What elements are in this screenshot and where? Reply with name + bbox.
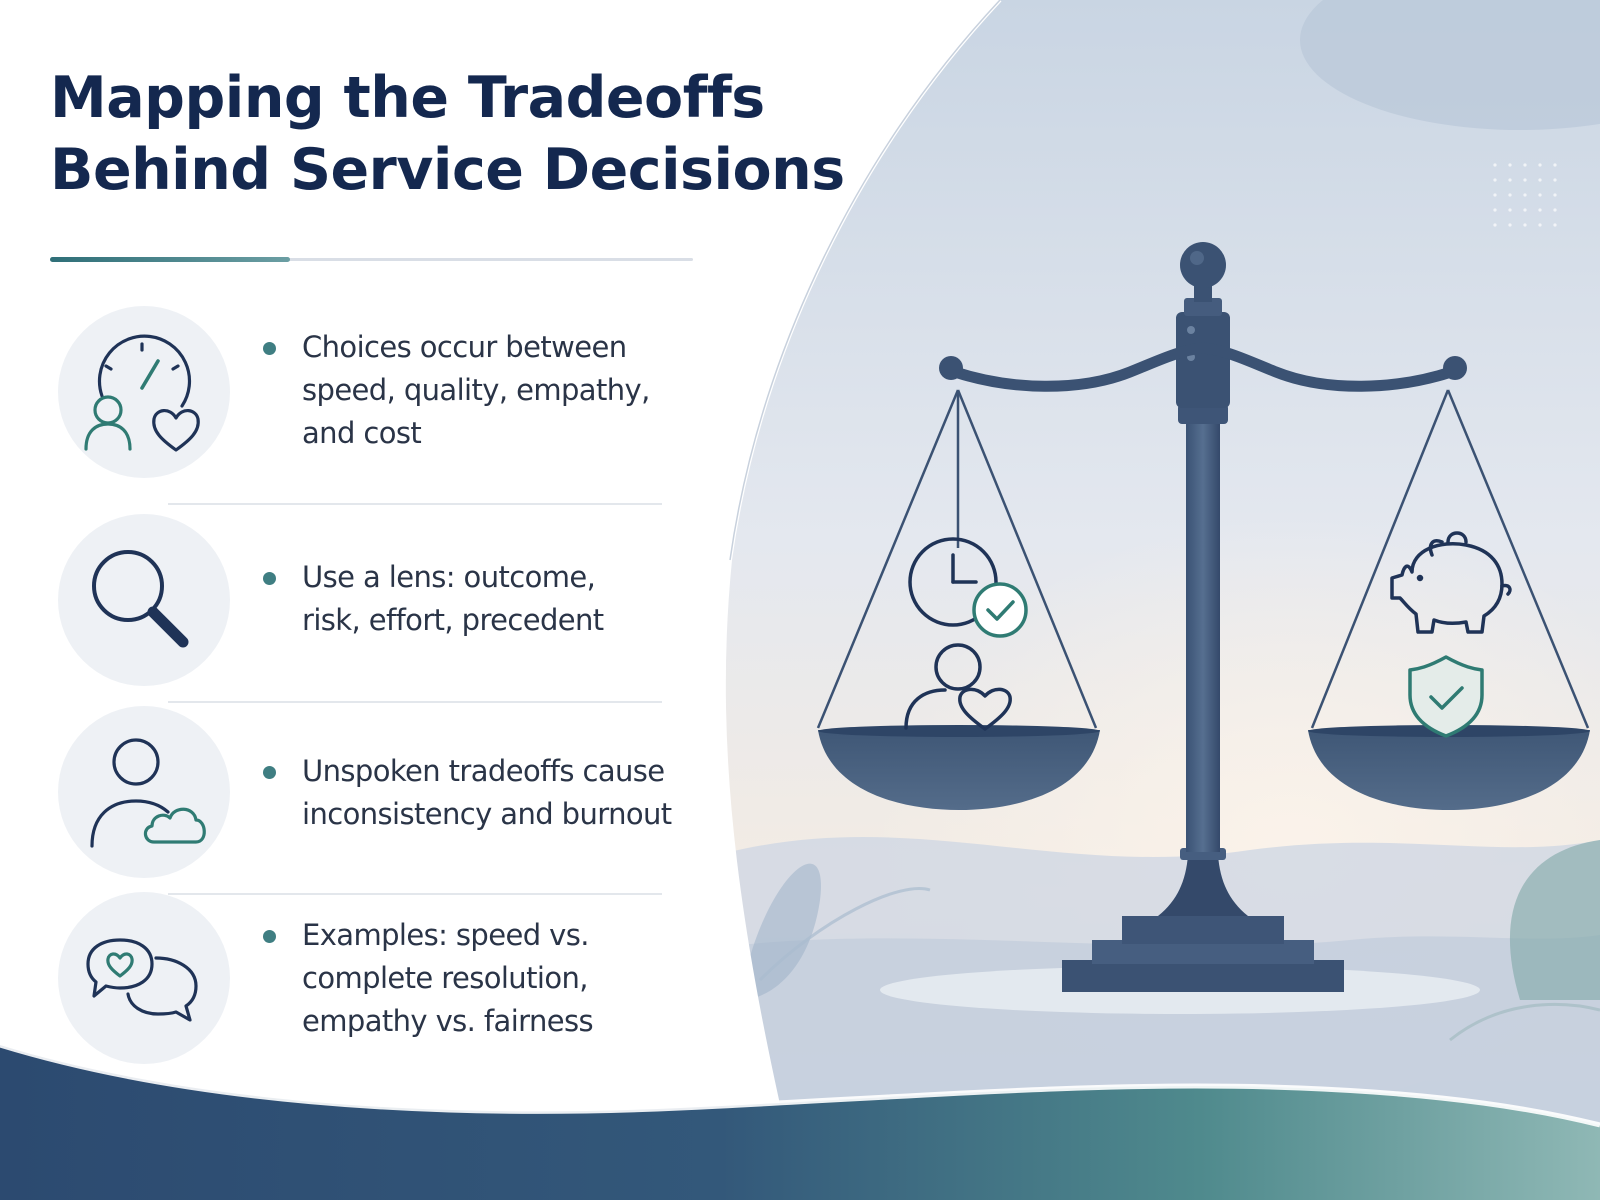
shield-check-icon: [1408, 655, 1484, 738]
bullet-text: Examples: speed vs. complete resolution,…: [302, 914, 722, 1043]
divider: [168, 701, 662, 703]
piggy-bank-icon: [1390, 531, 1512, 634]
bottom-wave: [0, 1045, 1600, 1200]
icon-circle: [58, 306, 230, 478]
speedometer-person-heart-icon: [84, 334, 200, 452]
balance-scale-icon: [816, 242, 1590, 992]
person-cloud-icon: [90, 738, 206, 848]
divider: [168, 893, 662, 895]
bullet-text: Choices occur between speed, quality, em…: [302, 326, 722, 455]
divider: [168, 503, 662, 505]
title-underline-track: [285, 258, 693, 261]
bullet-dot: [263, 342, 276, 355]
bullet-line: Choices occur between: [302, 330, 627, 364]
bullet-line: Use a lens: outcome,: [302, 560, 596, 594]
page-title: Mapping the Tradeoffs Behind Service Dec…: [50, 62, 845, 206]
icon-circle: [58, 892, 230, 1064]
bullet-dot: [263, 766, 276, 779]
title-line-2: Behind Service Decisions: [50, 137, 845, 203]
person-heart-icon: [904, 643, 1012, 731]
bullet-line: complete resolution,: [302, 961, 588, 995]
magnifying-glass-icon: [92, 550, 189, 648]
bullet-dot: [263, 572, 276, 585]
bullet-line: speed, quality, empathy,: [302, 373, 650, 407]
bullet-line: Examples: speed vs.: [302, 918, 589, 952]
bullet-line: empathy vs. fairness: [302, 1004, 594, 1038]
bullet-line: Unspoken tradeoffs cause: [302, 754, 665, 788]
chat-bubbles-heart-icon: [86, 938, 198, 1022]
bullet-text: Unspoken tradeoffs cause inconsistency a…: [302, 750, 722, 836]
icon-circle: [58, 706, 230, 878]
right-panel-scene: [723, 0, 1600, 1200]
bullet-line: and cost: [302, 416, 422, 450]
clock-check-icon: [908, 537, 1028, 638]
icon-circle: [58, 514, 230, 686]
title-line-1: Mapping the Tradeoffs: [50, 65, 765, 131]
bullet-line: risk, effort, precedent: [302, 603, 604, 637]
bullet-line: inconsistency and burnout: [302, 797, 672, 831]
bullet-dot: [263, 930, 276, 943]
title-underline-accent: [50, 257, 290, 262]
bullet-text: Use a lens: outcome, risk, effort, prece…: [302, 556, 722, 642]
